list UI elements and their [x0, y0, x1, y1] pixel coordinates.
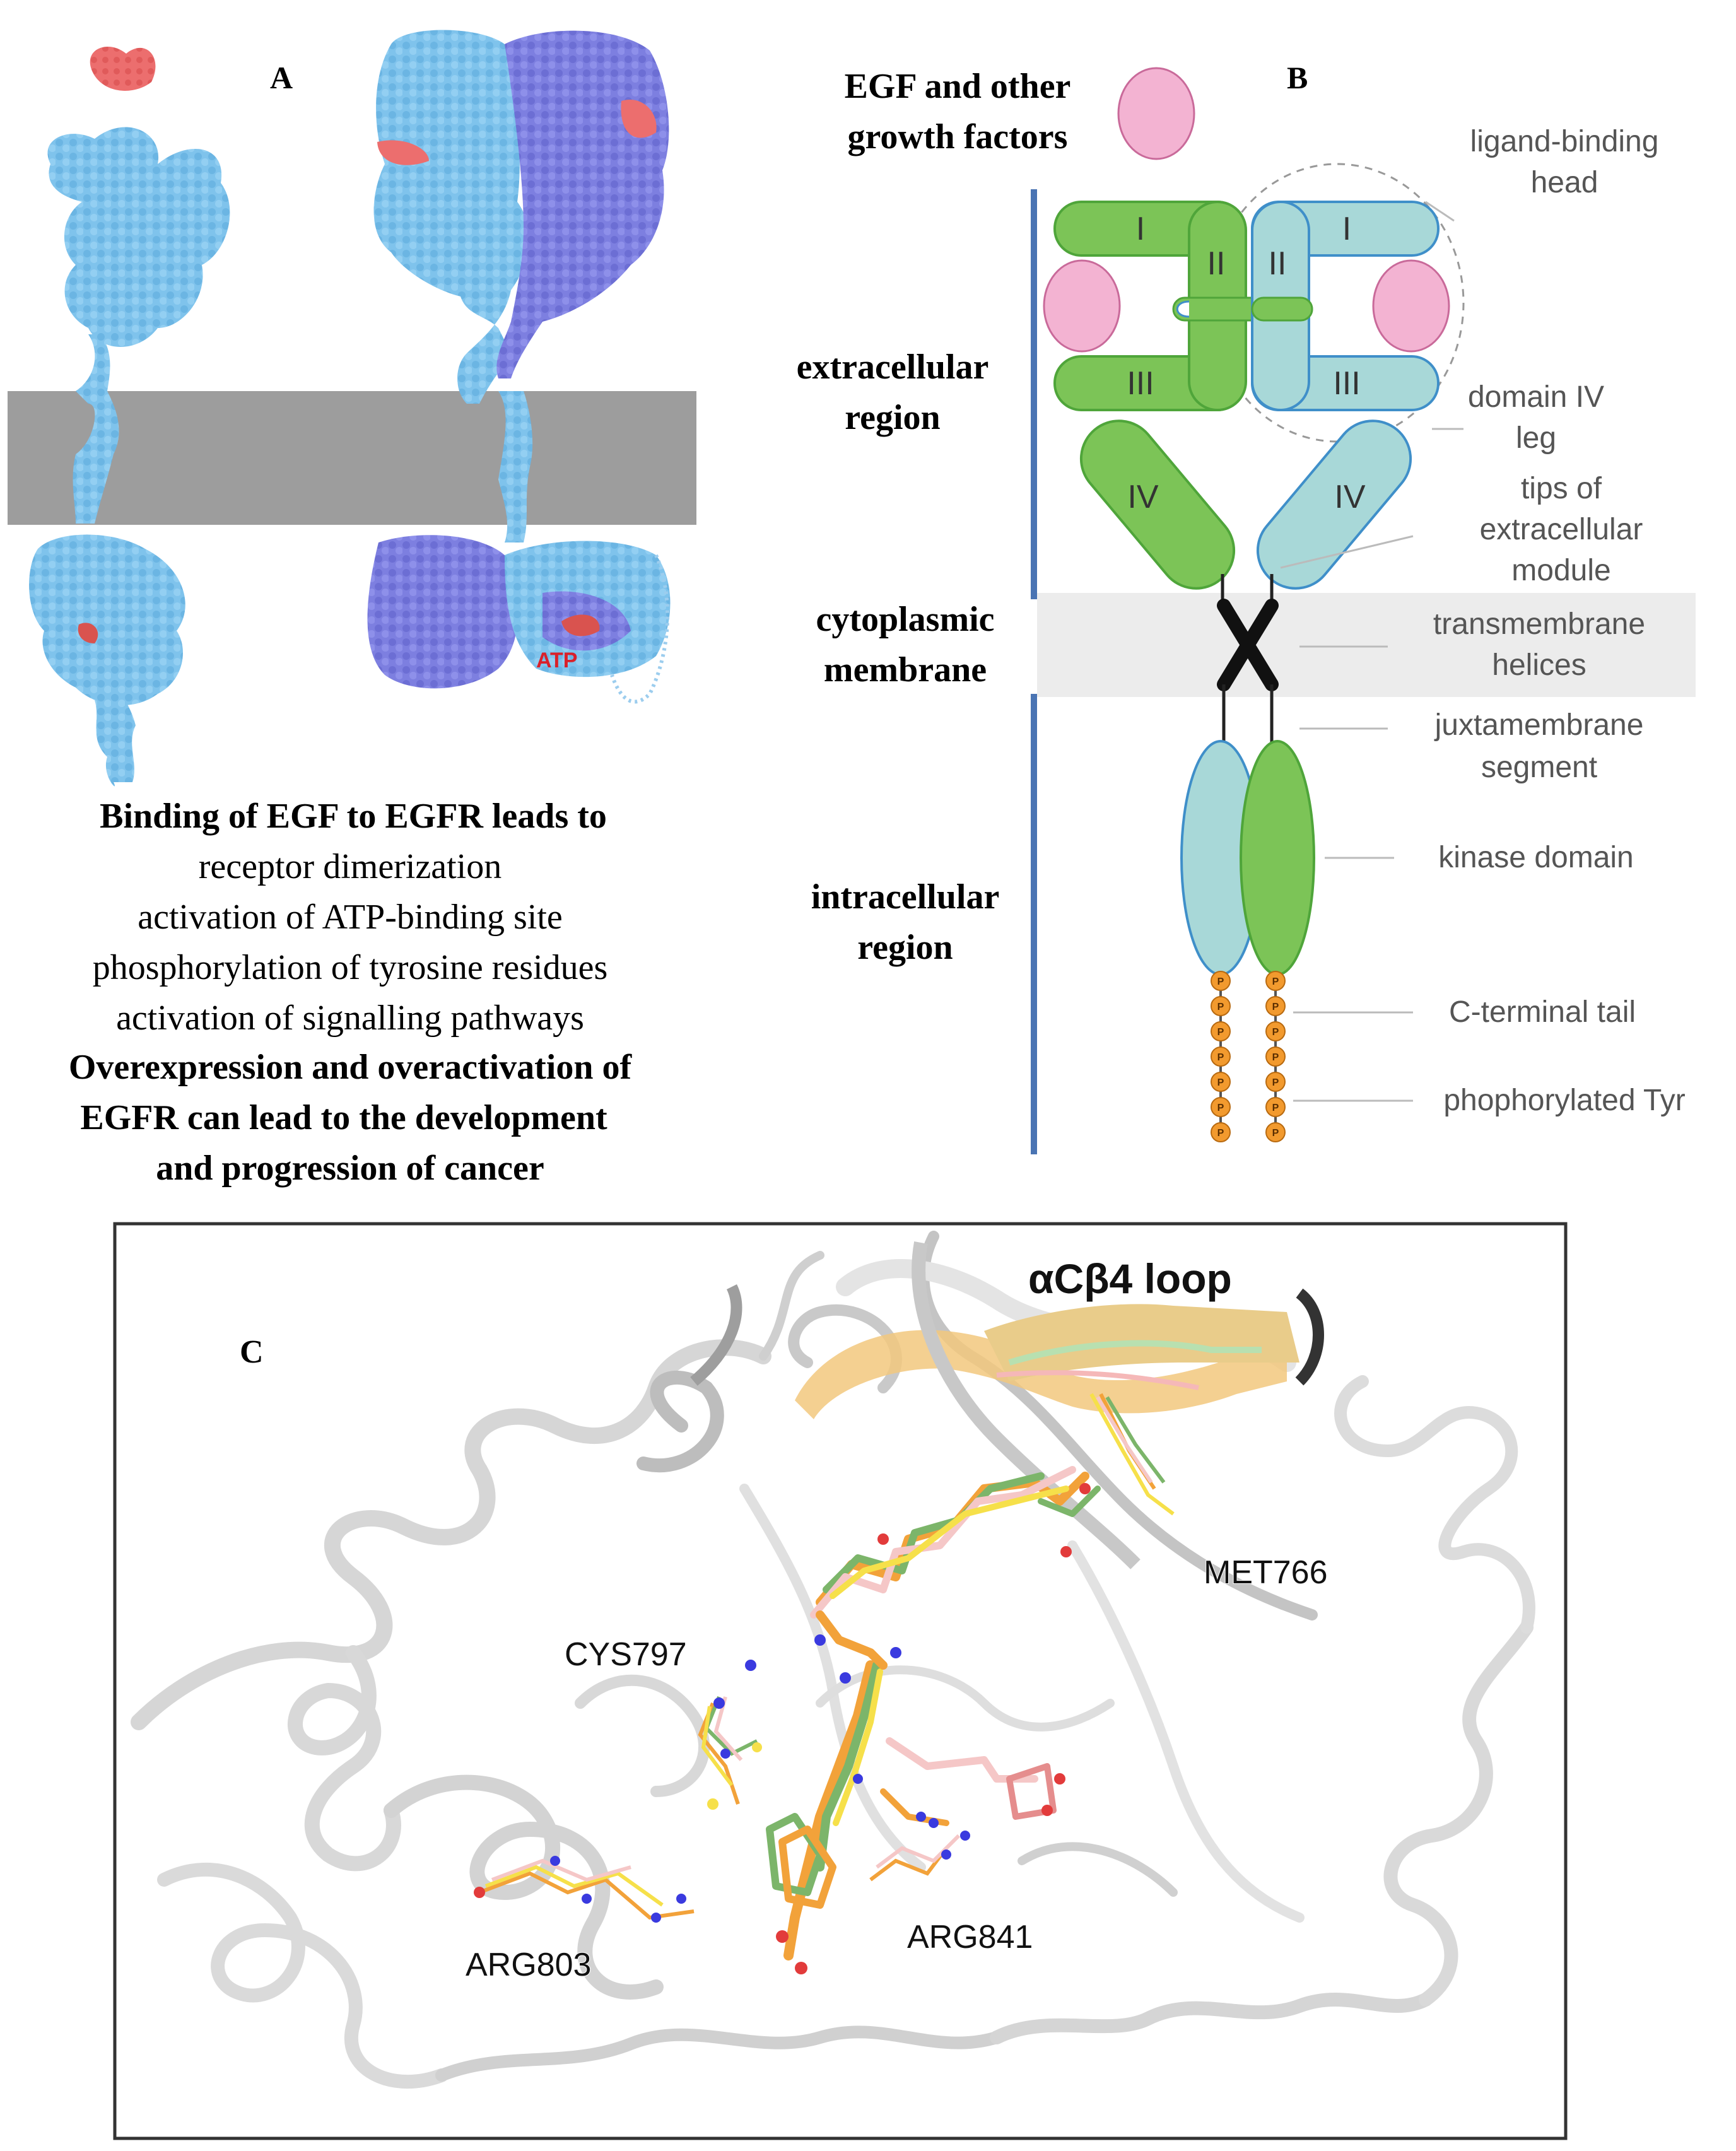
transmembrane-helices: [1217, 574, 1279, 744]
phospho-letter: P: [1217, 976, 1224, 987]
egfr-dimer-structure: ATP: [367, 30, 671, 704]
egf-ligand-left: [1043, 259, 1121, 353]
annotation-tips: extracellular: [1480, 513, 1643, 546]
dimerization-notch: [1176, 300, 1190, 318]
annotation-domain-iv: leg: [1516, 421, 1556, 455]
caption-line: activation of signalling pathways: [116, 999, 584, 1038]
domain-label-i: I: [1342, 211, 1351, 247]
met766-sticks: [1089, 1393, 1175, 1516]
kinase-domain-green: [1240, 740, 1315, 976]
c-terminal-tail-right: P P P P P P P: [1265, 971, 1286, 1142]
loop-label: αCβ4 loop: [1028, 1255, 1232, 1302]
caption-conclusion: Overexpression and overactivation of: [69, 1048, 633, 1087]
caption-line: receptor dimerization: [199, 847, 501, 886]
domain-label-iii: III: [1127, 365, 1154, 402]
ligand-ensemble: [766, 1466, 1101, 1961]
domain-label-ii: II: [1269, 245, 1287, 282]
phospho-letter: P: [1217, 1103, 1224, 1113]
panel-a-label: A: [270, 60, 293, 95]
residue-label-arg803: ARG803: [466, 1947, 591, 1983]
membrane-band: [8, 391, 696, 525]
phospho-letter: P: [1272, 1077, 1279, 1088]
phospho-letter: P: [1272, 1027, 1279, 1038]
region-label-extracellular: extracellular: [797, 348, 989, 387]
caption-line: phosphorylation of tyrosine residues: [93, 948, 608, 987]
residue-label-arg841: ARG841: [907, 1919, 1033, 1955]
residue-label-cys797: CYS797: [565, 1636, 687, 1673]
phospho-letter: P: [1272, 1103, 1279, 1113]
panel-a: ATP A Binding of EGF to EGFR leads to re…: [8, 30, 696, 1188]
ligand-binding-head-outline: [1210, 163, 1465, 443]
phospho-letter: P: [1272, 1052, 1279, 1063]
teal-monomer: [1251, 201, 1440, 590]
phospho-letter: P: [1272, 1128, 1279, 1139]
annotation-transmembrane: transmembrane: [1433, 607, 1645, 641]
egf-ligand-top: [1117, 67, 1195, 160]
panel-c-label: C: [240, 1334, 264, 1370]
cys797-sticks: [698, 1696, 758, 1805]
domain-iv-green: [1079, 419, 1236, 590]
domain-label-iii: III: [1333, 365, 1360, 402]
region-label-extracellular: region: [845, 398, 940, 437]
caption-conclusion: and progression of cancer: [156, 1149, 544, 1188]
annotation-tips: tips of: [1521, 472, 1602, 505]
annotation-phospho-tyr: phophorylated Tyr: [1443, 1084, 1685, 1117]
phospho-letter: P: [1217, 1052, 1224, 1063]
caption-line: activation of ATP-binding site: [138, 898, 562, 937]
annotation-c-terminal: C-terminal tail: [1449, 995, 1636, 1029]
phospho-letter: P: [1272, 976, 1279, 987]
arg841-sticks: [869, 1834, 961, 1882]
residue-label-met766: MET766: [1204, 1554, 1328, 1591]
panel-c: C αCβ4 loop MET766 CYS797 ARG803 ARG841: [113, 1222, 1568, 2140]
annotation-kinase: kinase domain: [1438, 841, 1634, 874]
domain-ii-arm-green-overlay: [1251, 296, 1313, 322]
caption-heading: Binding of EGF to EGFR leads to: [100, 797, 607, 836]
phospho-letter: P: [1217, 1128, 1224, 1139]
intracellular-bar: [1031, 694, 1037, 1154]
phospho-letter: P: [1217, 1077, 1224, 1088]
egfr-monomer-structure: [29, 46, 230, 787]
region-label-membrane: cytoplasmic: [816, 600, 994, 639]
extracellular-bar: [1031, 189, 1037, 599]
c-terminal-tail-left: P P P P P P P: [1211, 971, 1231, 1142]
annotation-tips: module: [1511, 554, 1610, 587]
phospho-letter: P: [1217, 1027, 1224, 1038]
domain-label-i: I: [1136, 211, 1145, 247]
ligand-label: EGF and other: [845, 67, 1071, 106]
region-label-intracellular: region: [857, 928, 953, 967]
annotation-juxtamembrane: segment: [1481, 751, 1597, 784]
domain-label-iv: IV: [1334, 479, 1365, 515]
caption-conclusion: EGFR can lead to the development: [80, 1098, 607, 1137]
egf-ligand-right: [1372, 259, 1450, 353]
annotation-domain-iv: domain IV: [1468, 380, 1604, 414]
annotation-ligand-head: ligand-binding: [1470, 125, 1659, 158]
panel-a-caption: Binding of EGF to EGFR leads to receptor…: [69, 797, 633, 1188]
domain-label-ii: II: [1207, 245, 1226, 282]
panel-b: B EGF and other growth factors: [797, 60, 1696, 1154]
region-label-membrane: membrane: [824, 650, 987, 689]
atom-markers: [474, 1483, 1091, 1974]
region-label-intracellular: intracellular: [811, 877, 1000, 917]
cytoplasmic-membrane-band: [1037, 593, 1696, 697]
panel-b-label: B: [1287, 60, 1308, 95]
annotation-juxtamembrane: juxtamembrane: [1434, 708, 1644, 742]
beta-sheet: [690, 1241, 1324, 1569]
domain-label-iv: IV: [1127, 479, 1158, 515]
phospho-letter: P: [1272, 1002, 1279, 1012]
ligand-label: growth factors: [848, 117, 1068, 156]
phospho-letter: P: [1217, 1002, 1224, 1012]
annotation-ligand-head: head: [1531, 166, 1598, 199]
atp-label: ATP: [536, 648, 577, 672]
annotation-transmembrane: helices: [1492, 648, 1586, 682]
